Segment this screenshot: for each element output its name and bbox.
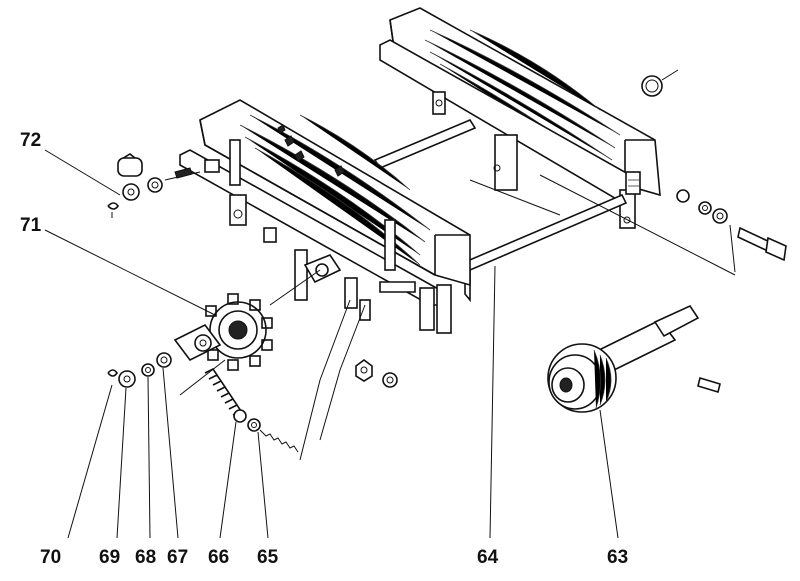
washers-70-67 [107, 352, 172, 388]
leader-lines [44, 149, 619, 539]
callout-70: 70 [40, 547, 61, 568]
spring-66 [204, 367, 247, 423]
circlip-ring [641, 69, 679, 97]
callout-67: 67 [167, 547, 188, 568]
callout-65: 65 [257, 547, 279, 568]
bolt-nut-washers-right [676, 189, 787, 273]
left-wooden-beam [179, 99, 471, 334]
callout-72: 72 [20, 130, 41, 151]
callout-66: 66 [208, 547, 229, 568]
part-72-pin-cluster [107, 153, 201, 218]
callout-63: 63 [607, 547, 628, 568]
linkage-bracket [294, 249, 416, 461]
callout-69: 69 [99, 547, 120, 568]
handwheel-63 [547, 304, 721, 413]
spring-65 [247, 418, 299, 453]
sprocket-71 [173, 269, 321, 396]
callout-64: 64 [477, 547, 499, 568]
callout-71: 71 [20, 215, 42, 236]
callout-68: 68 [135, 547, 156, 568]
nut-washer-mid [355, 359, 398, 388]
upper-right-beam [379, 7, 661, 229]
